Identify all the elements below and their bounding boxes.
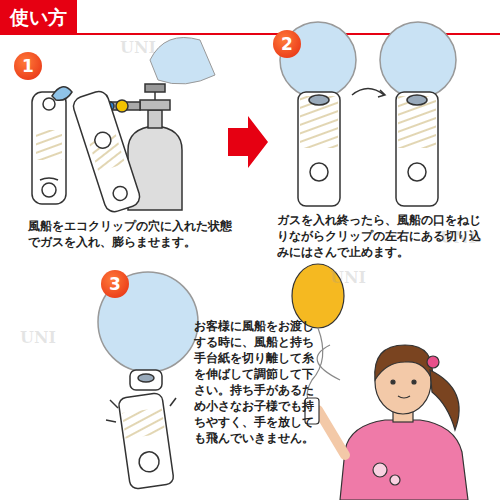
- callout-number: 2: [273, 30, 301, 58]
- watermark: UNI: [440, 230, 476, 246]
- callout-number: 3: [101, 270, 129, 298]
- balloon-1: [150, 38, 215, 85]
- step-text: お客様に風船をお渡しする時に、風船と持ち手台紙を切り離して糸を伸ばして調節して下…: [194, 318, 318, 446]
- callout-number: 1: [14, 52, 42, 80]
- watermark: UNI: [330, 270, 366, 286]
- section-title: 使い方: [0, 0, 77, 34]
- watermark: UNI: [20, 330, 56, 346]
- clip-1: [32, 87, 72, 204]
- clip-2: [280, 22, 456, 206]
- step-arrow: [228, 116, 268, 168]
- watermark: UNI: [120, 40, 156, 56]
- clip-3: [98, 272, 198, 490]
- clip-1b: [71, 89, 142, 214]
- girl: [292, 264, 468, 500]
- step-text: 風船をエコクリップの穴に入れた状態でガスを入れ、膨らませます。: [28, 218, 233, 250]
